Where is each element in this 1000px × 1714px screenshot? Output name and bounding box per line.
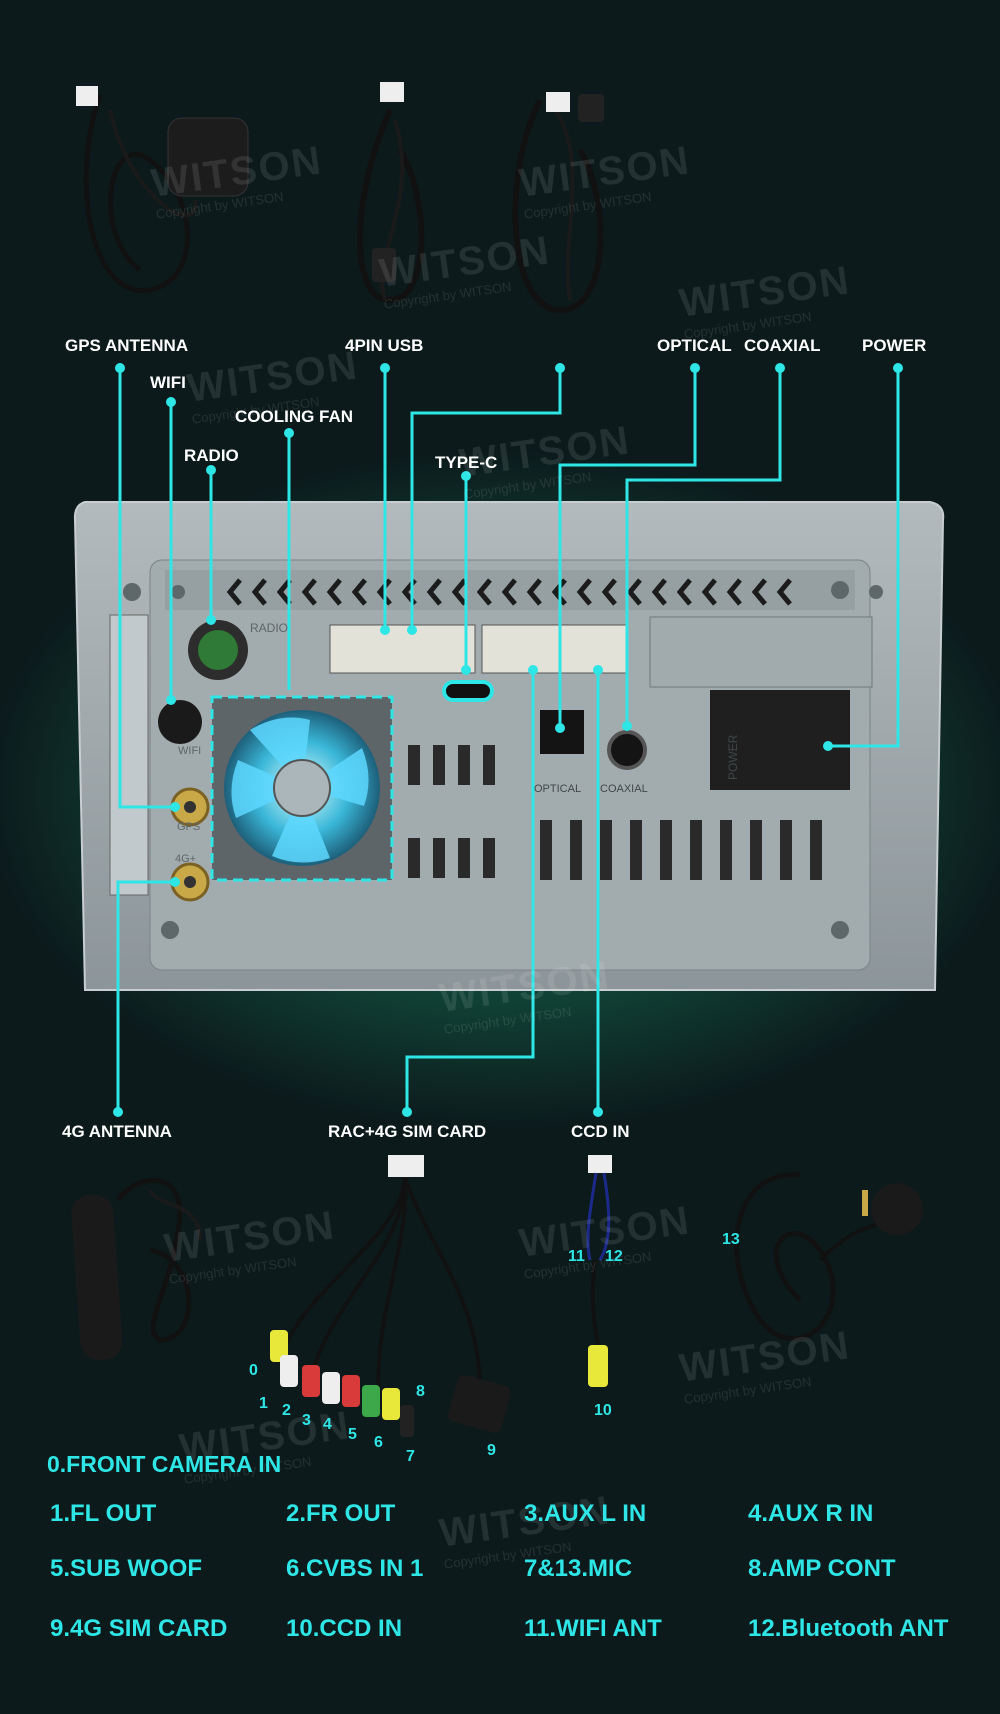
usb2-line — [410, 368, 562, 630]
optical-line — [558, 368, 697, 728]
callout-9: 9 — [487, 1442, 496, 1459]
legend-item: 6.CVBS IN 1 — [286, 1555, 424, 1582]
callout-12: 12 — [605, 1248, 623, 1265]
legend-item: 8.AMP CONT — [748, 1555, 896, 1582]
usb-cable-image — [357, 82, 425, 304]
power-line — [828, 368, 900, 748]
callout-4: 4 — [323, 1416, 332, 1433]
callout-1: 1 — [259, 1395, 268, 1412]
4g-antenna-image — [71, 1177, 202, 1361]
label-radio: RADIO — [184, 446, 239, 465]
callout-13: 13 — [722, 1231, 740, 1248]
rac-line — [405, 670, 535, 1112]
legend-item: 1.FL OUT — [50, 1500, 157, 1527]
label-cooling-fan: COOLING FAN — [235, 407, 354, 426]
callout-dots — [113, 363, 903, 1117]
callout-8: 8 — [416, 1383, 425, 1400]
panel-wifi-text: WIFI — [178, 745, 201, 757]
legend-item: 7&13.MIC — [524, 1555, 633, 1582]
head-unit-rear — [73, 501, 945, 991]
legend-item: 11.WIFI ANT — [524, 1615, 662, 1642]
typec-cable-image — [512, 92, 604, 314]
callout-2: 2 — [282, 1402, 291, 1419]
callout-11: 11 — [568, 1248, 585, 1265]
callout-5: 5 — [348, 1426, 357, 1443]
label-gps-antenna: GPS ANTENNA — [65, 336, 189, 355]
panel-coaxial-text: COAXIAL — [600, 783, 648, 795]
ccd-cable-image — [586, 1155, 612, 1387]
label-wifi: WIFI — [150, 373, 186, 392]
legend-item: 2.FR OUT — [286, 1500, 396, 1527]
legend-item: 12.Bluetooth ANT — [748, 1615, 949, 1642]
label-coaxial: COAXIAL — [744, 336, 821, 355]
legend-item: 5.SUB WOOF — [50, 1555, 203, 1582]
panel-power-text: POWER — [726, 734, 740, 780]
label-4pin-usb: 4PIN USB — [345, 336, 424, 355]
panel-gps-text: GPS — [177, 821, 200, 833]
g4-line — [116, 880, 175, 1112]
legend-item: 3.AUX L IN — [524, 1500, 647, 1527]
label-optical: OPTICAL — [657, 336, 732, 355]
label-power: POWER — [862, 336, 927, 355]
rca-harness-image — [270, 1155, 511, 1437]
gps-antenna-image — [76, 86, 249, 293]
callout-6: 6 — [374, 1434, 383, 1451]
callout-3: 3 — [302, 1412, 311, 1429]
microphone-image — [734, 1172, 923, 1342]
gps-line — [118, 368, 175, 809]
panel-radio-text: RADIO — [250, 621, 288, 635]
label-type-c: TYPE-C — [435, 453, 498, 472]
panel-4g-text: 4G+ — [175, 853, 196, 865]
legend-front-camera: 0.FRONT CAMERA IN — [47, 1451, 282, 1477]
callout-lines — [116, 368, 900, 1112]
label-ccd-in: CCD IN — [571, 1122, 630, 1141]
label-4g-antenna: 4G ANTENNA — [62, 1122, 172, 1141]
callout-7: 7 — [406, 1448, 415, 1465]
coaxial-line — [625, 368, 782, 726]
callout-0: 0 — [249, 1362, 258, 1379]
callout-10: 10 — [594, 1402, 612, 1419]
label-rac-sim: RAC+4G SIM CARD — [328, 1122, 487, 1141]
legend-item: 9.4G SIM CARD — [50, 1615, 228, 1642]
panel-optical-text: OPTICAL — [534, 783, 581, 795]
legend-item: 10.CCD IN — [286, 1615, 403, 1642]
legend-item: 4.AUX R IN — [748, 1500, 874, 1527]
